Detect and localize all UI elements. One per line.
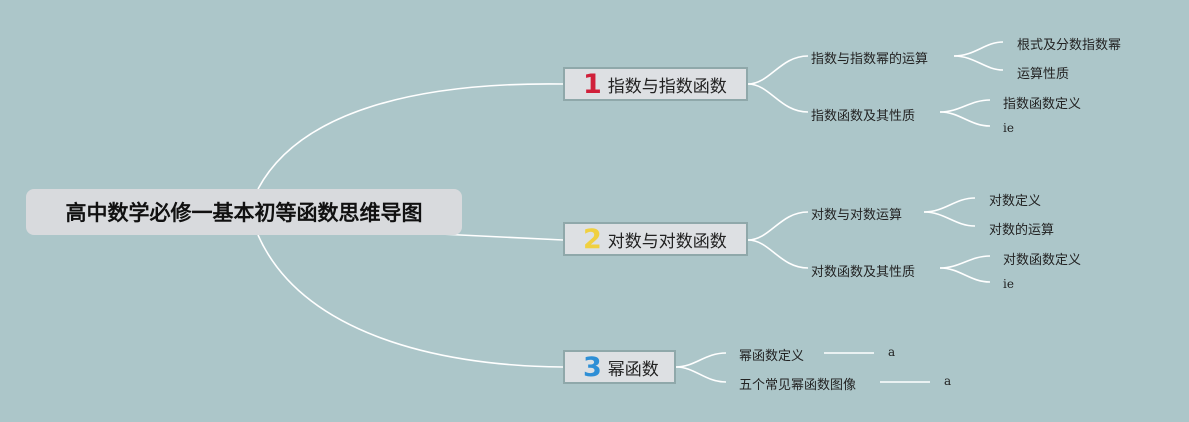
- link-b1-sub1: [747, 55, 809, 85]
- link-b2s1-leaf1: [923, 197, 976, 213]
- branch-2-node[interactable]: 2 对数与对数函数: [563, 222, 748, 256]
- link-b2s2-leaf2: [939, 267, 991, 283]
- link-root-branch-1: [257, 83, 564, 190]
- link-b2s2-leaf1: [939, 255, 991, 269]
- link-root-branch-2: [439, 233, 564, 241]
- link-b2s1-leaf2: [923, 211, 976, 227]
- branch-2-title: 对数与对数函数: [607, 231, 727, 252]
- root-topic[interactable]: 高中数学必修一基本初等函数思维导图: [26, 189, 462, 235]
- branch-2-sub-1-leaf-1[interactable]: 对数定义: [989, 194, 1042, 209]
- branch-1-node[interactable]: 1 指数与指数函数: [563, 67, 748, 101]
- branch-3-title: 幂函数: [607, 359, 659, 380]
- branch-3-number: 3: [583, 351, 602, 383]
- link-b1-sub2: [747, 83, 809, 113]
- link-b1s1-leaf2: [953, 55, 1004, 71]
- branch-1-sub-1-leaf-1[interactable]: 根式及分数指数幂: [1017, 38, 1122, 53]
- branch-3-sub-2-leaf[interactable]: a: [944, 374, 952, 388]
- link-b1s2-leaf1: [939, 99, 991, 113]
- branch-1-sub-2[interactable]: 指数函数及其性质: [811, 109, 916, 124]
- branch-3-sub-1-leaf[interactable]: a: [888, 345, 896, 359]
- branch-2-number: 2: [583, 223, 602, 255]
- branch-1-sub-1-leaf-2[interactable]: 运算性质: [1017, 67, 1070, 82]
- branch-3-sub-2[interactable]: 五个常见幂函数图像: [739, 378, 857, 393]
- branch-2-sub-2-leaf-2[interactable]: ie: [1003, 277, 1014, 291]
- branch-2-sub-2[interactable]: 对数函数及其性质: [811, 265, 916, 280]
- branch-3-sub-1[interactable]: 幂函数定义: [739, 349, 805, 364]
- branch-2-sub-1-leaf-2[interactable]: 对数的运算: [989, 223, 1055, 238]
- branch-2-sub-1[interactable]: 对数与对数运算: [811, 208, 903, 223]
- link-b3-sub1: [675, 352, 727, 368]
- link-b1s1-leaf1: [953, 41, 1004, 57]
- link-root-branch-3: [257, 234, 564, 368]
- branch-1-sub-2-leaf-2[interactable]: ie: [1003, 121, 1014, 135]
- link-b2-sub2: [747, 239, 809, 269]
- branch-1-sub-1[interactable]: 指数与指数幂的运算: [811, 52, 929, 67]
- link-b1s2-leaf2: [939, 111, 991, 127]
- link-b2-sub1: [747, 211, 809, 241]
- branch-2-sub-2-leaf-1[interactable]: 对数函数定义: [1003, 253, 1082, 268]
- root-title: 高中数学必修一基本初等函数思维导图: [65, 201, 423, 225]
- branch-1-number: 1: [583, 68, 602, 100]
- branch-1-sub-2-leaf-1[interactable]: 指数函数定义: [1003, 97, 1082, 112]
- branch-1-title: 指数与指数函数: [607, 76, 727, 97]
- branch-3-node[interactable]: 3 幂函数: [563, 350, 676, 384]
- link-b3-sub2: [675, 366, 727, 383]
